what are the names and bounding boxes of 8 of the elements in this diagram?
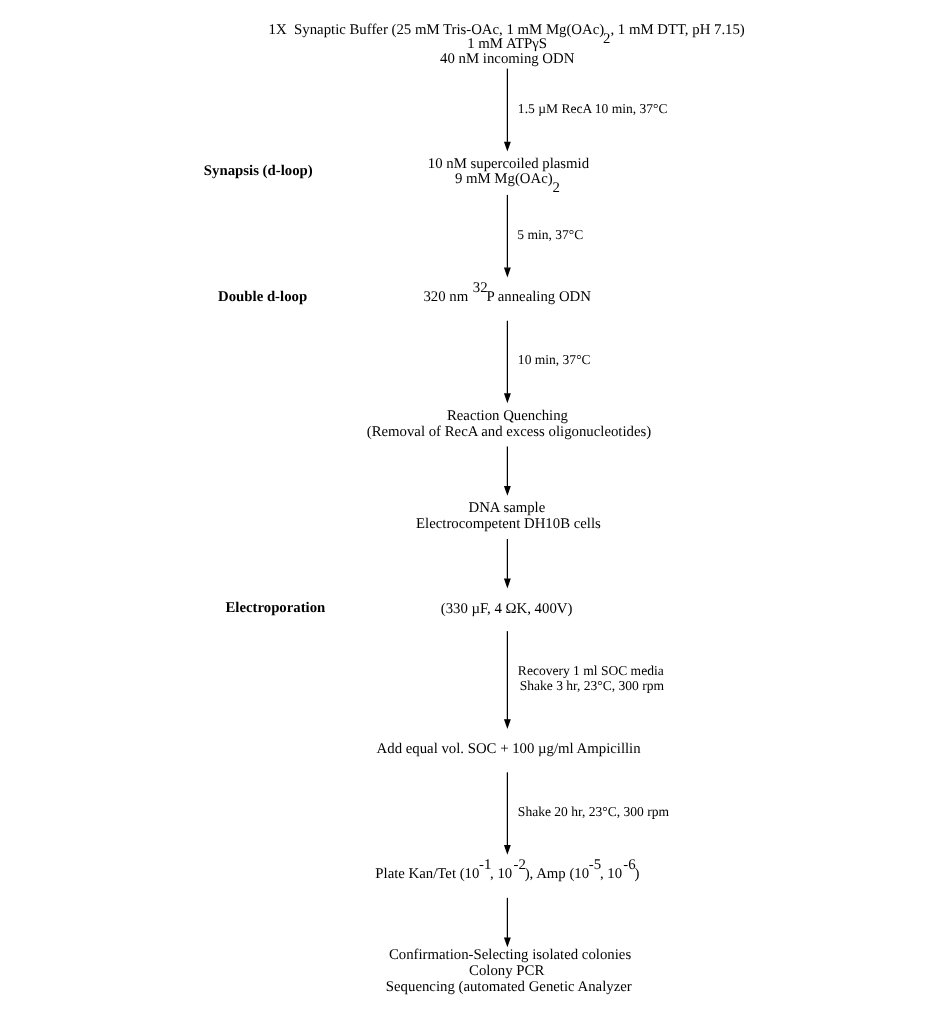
arrow (502, 538, 510, 589)
arrow (502, 68, 510, 152)
arrow (502, 630, 510, 730)
arrow (502, 897, 510, 948)
arrow (502, 320, 510, 404)
arrow (502, 771, 510, 855)
arrow (502, 194, 510, 278)
arrow (502, 445, 510, 496)
